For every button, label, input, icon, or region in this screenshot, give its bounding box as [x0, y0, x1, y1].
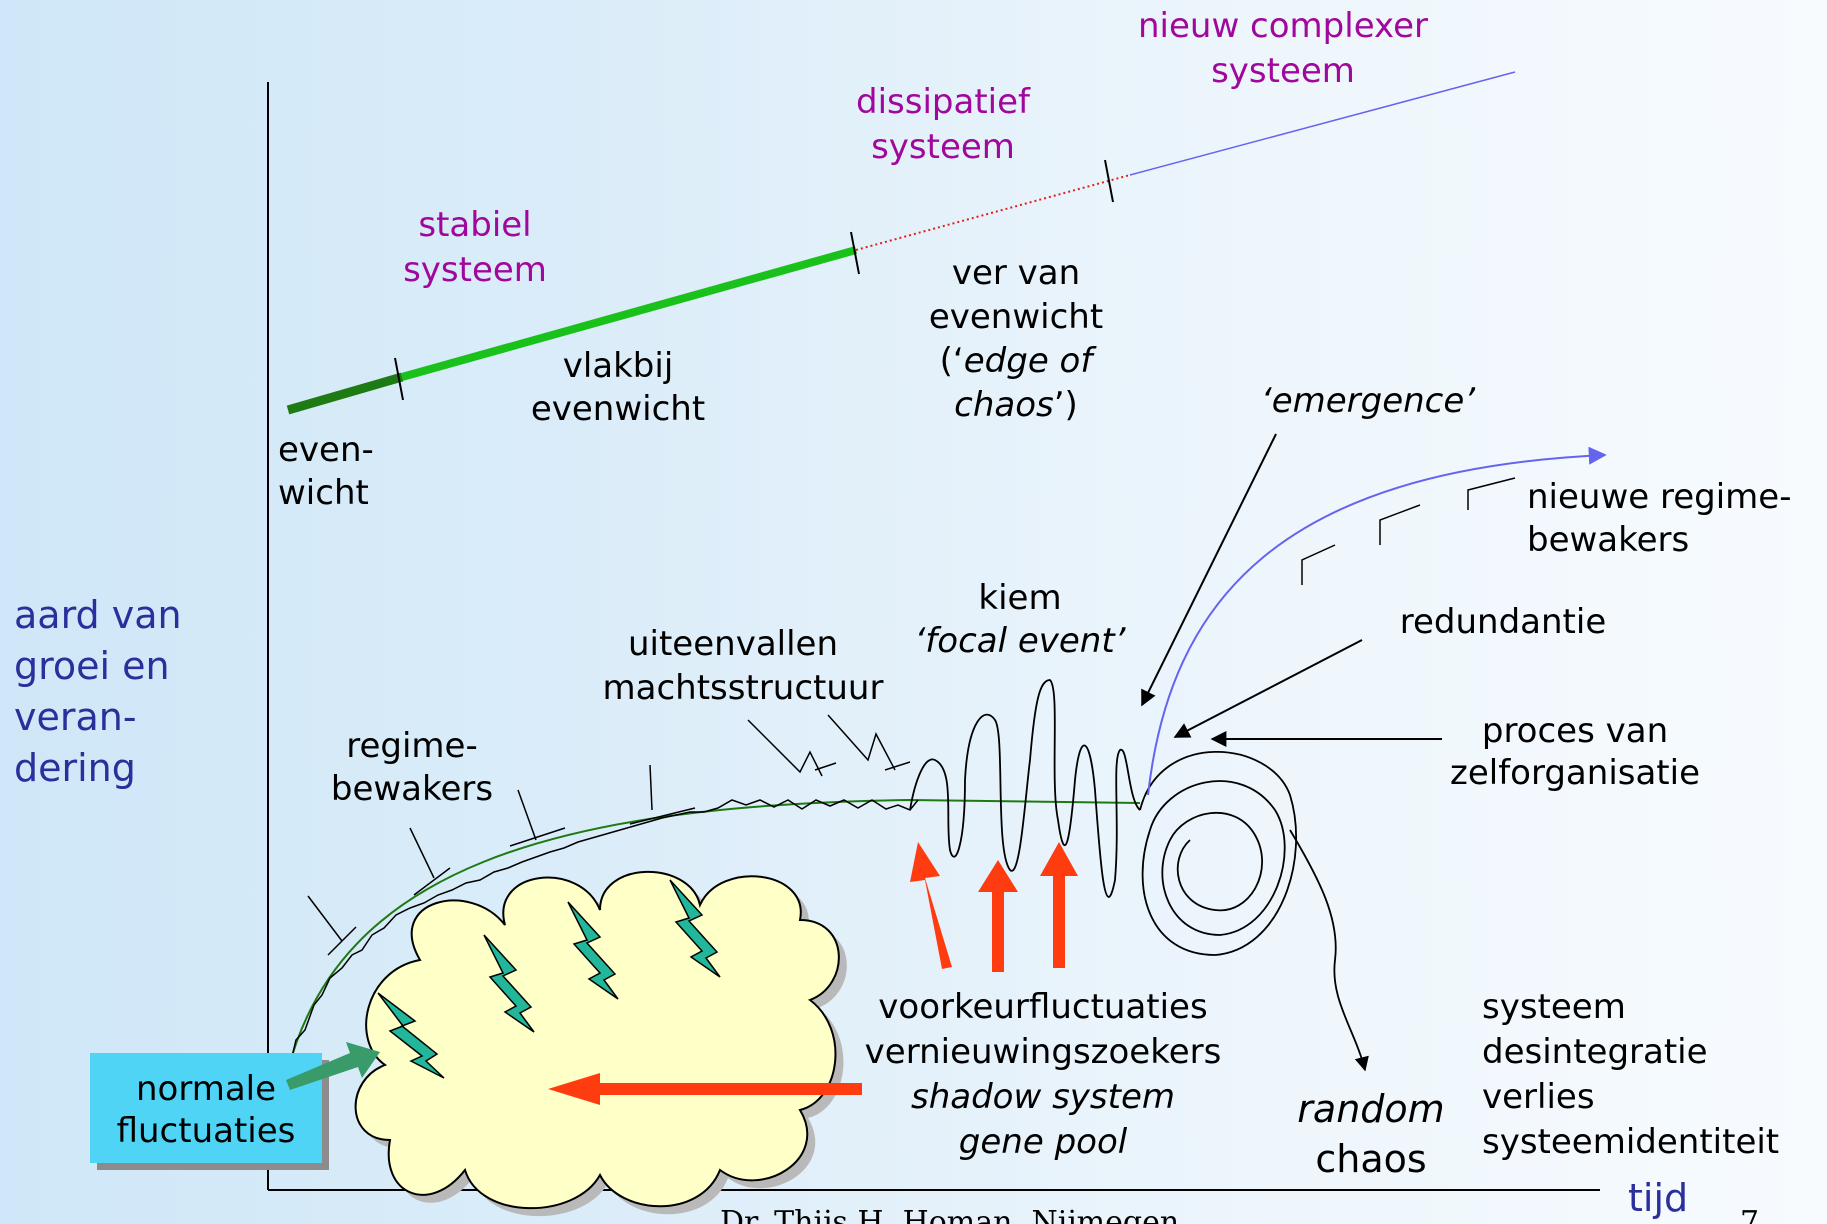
y-axis-label-1: aard van — [14, 593, 182, 637]
nieuwe-bewakers-label: bewakers — [1527, 520, 1689, 560]
emergence-label: ‘emergence’ — [1261, 381, 1476, 421]
stabiel-label: stabiel — [418, 205, 531, 245]
uiteenvallen-label: uiteenvallen — [628, 624, 838, 664]
evenwicht-label-2: wicht — [278, 473, 369, 513]
shadow-system-label: shadow system — [911, 1077, 1175, 1117]
red-arrow-icon — [1040, 842, 1078, 968]
bewakers-label: bewakers — [331, 769, 493, 809]
ver-van-evenwicht-label: evenwicht — [929, 297, 1103, 337]
fluctuaties-label: fluctuaties — [117, 1111, 296, 1151]
random-label: random — [1297, 1087, 1444, 1131]
evenwicht-label-1: even- — [278, 430, 374, 470]
chaos-word-label: chaos — [1315, 1137, 1426, 1181]
red-arrow-icon — [910, 842, 952, 969]
zelforganisatie-label: zelforganisatie — [1450, 753, 1700, 793]
systeem-label: systeem — [1482, 987, 1626, 1027]
systeemidentiteit-label: systeemidentiteit — [1482, 1122, 1779, 1162]
stabiel-systeem-label: systeem — [403, 250, 547, 290]
normale-fluctuaties-box: normale fluctuaties — [90, 1053, 329, 1170]
shadow-system-cloud — [356, 872, 847, 1216]
voorkeurfluctuaties-label: voorkeurfluctuaties — [878, 987, 1207, 1027]
vlakbij-evenwicht-label: evenwicht — [531, 389, 705, 429]
gene-pool-label: gene pool — [959, 1122, 1128, 1162]
edge-of-label: (‘edge of — [940, 341, 1098, 381]
dissipatief-label: dissipatief — [856, 82, 1031, 122]
verlies-label: verlies — [1482, 1077, 1595, 1117]
dissipatief-systeem-label: systeem — [871, 127, 1015, 167]
phase-labels: stabiel systeem dissipatief systeem nieu… — [403, 6, 1428, 290]
nieuw-complexer-label: nieuw complexer — [1138, 6, 1428, 46]
state-labels: even- wicht vlakbij evenwicht ver van ev… — [278, 253, 1103, 513]
annotation-arrows — [1142, 434, 1442, 739]
chaos-label: chaos’) — [954, 385, 1078, 425]
vlakbij-label: vlakbij — [563, 346, 674, 386]
kiem-label: kiem — [978, 578, 1061, 618]
y-axis-label-4: dering — [14, 746, 136, 790]
footer-author: Dr. Thijs H. Homan, Nijmegen — [720, 1205, 1179, 1224]
x-axis-label: tijd — [1628, 1176, 1688, 1220]
page-number: 7 — [1740, 1205, 1759, 1224]
proces-van-label: proces van — [1482, 711, 1668, 751]
normale-label: normale — [136, 1069, 276, 1109]
vernieuwingszoekers-label: vernieuwingszoekers — [865, 1032, 1222, 1072]
new-regime-guard-symbols — [1302, 478, 1515, 585]
ver-van-label: ver van — [952, 253, 1080, 293]
nieuwe-regime-label: nieuwe regime- — [1527, 477, 1791, 517]
redundantie-label: redundantie — [1400, 602, 1607, 642]
red-arrow-icon — [978, 860, 1018, 972]
regime-label: regime- — [346, 726, 477, 766]
desintegratie-label: desintegratie — [1482, 1032, 1708, 1072]
focal-event-label: ‘focal event’ — [914, 621, 1126, 661]
machtsstructuur-label: machtsstructuur — [603, 668, 884, 708]
y-axis-label-2: groei en — [14, 644, 170, 688]
y-axis-label-3: veran- — [14, 695, 137, 739]
nieuw-systeem-label: systeem — [1211, 51, 1355, 91]
